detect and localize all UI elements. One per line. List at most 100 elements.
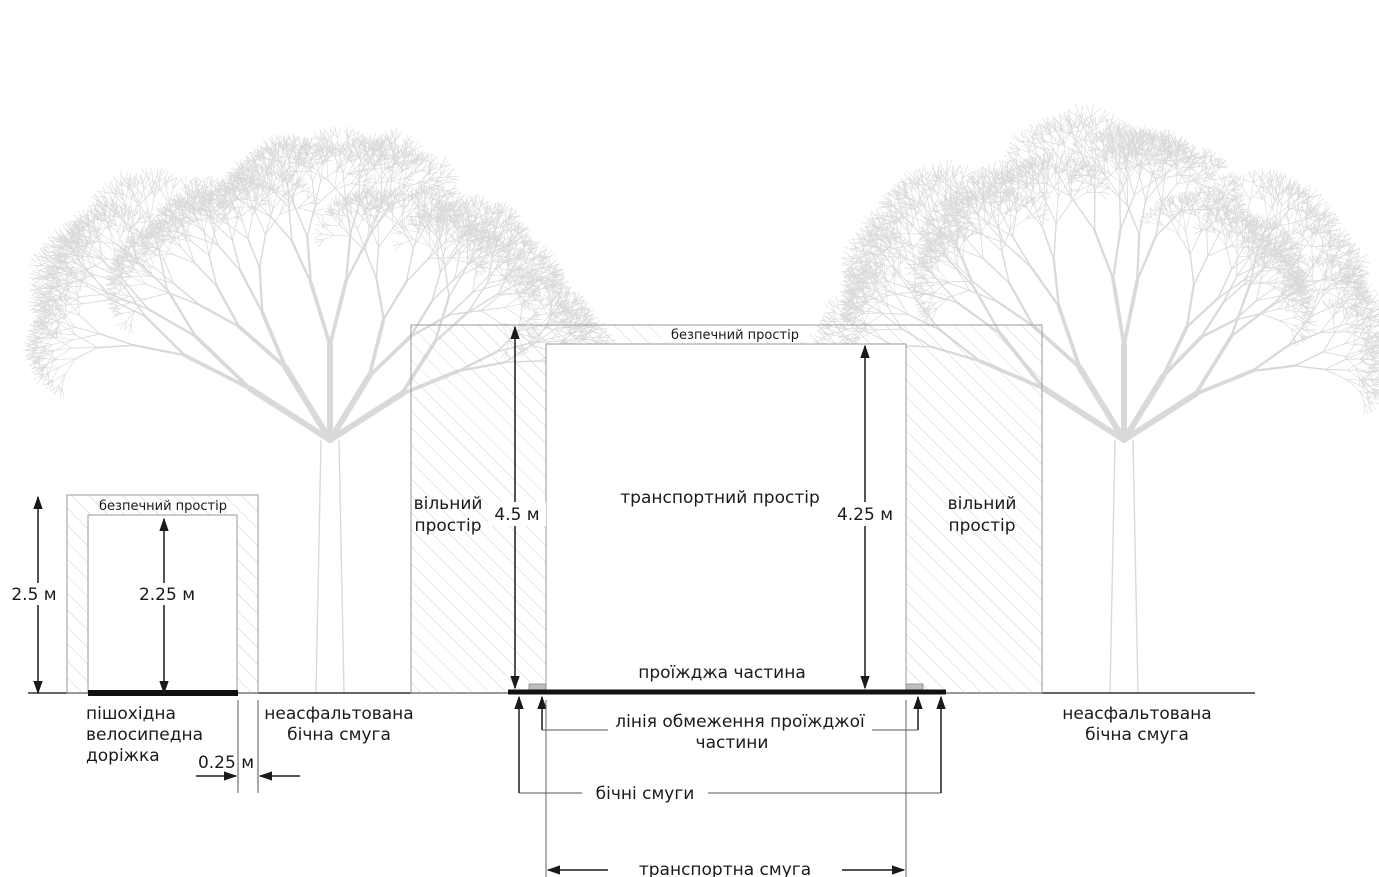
tree-branch (169, 218, 171, 230)
tree-branch (108, 275, 119, 279)
tree-branch (196, 185, 203, 197)
tree-branch (438, 226, 455, 238)
tree-branch (322, 133, 330, 142)
tree-branch (402, 201, 405, 214)
tree-branch (330, 204, 334, 215)
tree-branch (247, 385, 333, 443)
tree-branch (250, 180, 254, 191)
tree-branch (321, 140, 328, 151)
tree-branch (269, 182, 272, 192)
tree-branch (238, 177, 242, 188)
tree-branch (355, 147, 368, 153)
tree-branch (207, 203, 221, 205)
tree-branch (261, 204, 272, 206)
tree-branch (358, 165, 366, 174)
tree-branch (184, 188, 187, 207)
tree-branch (214, 220, 224, 234)
tree-branch (410, 192, 418, 201)
tree-branch (144, 213, 154, 223)
tree-branch (99, 333, 135, 346)
tree-branch (512, 246, 517, 258)
tree-branch (313, 233, 323, 239)
tree-branch (418, 209, 421, 220)
tree-branch (497, 250, 507, 253)
tree-branch (292, 180, 302, 187)
tree-branch (306, 146, 314, 156)
tree-branch (309, 154, 313, 169)
tree-branch (108, 229, 115, 251)
tree-branch (408, 149, 416, 157)
tree-branch (124, 187, 129, 207)
tree-branch (169, 228, 172, 244)
tree-branch (256, 180, 267, 188)
tree-branch (155, 216, 165, 222)
tree-branch (115, 224, 138, 231)
tree-branch (120, 277, 149, 310)
tree-branch (277, 142, 282, 153)
tree-branch (324, 211, 334, 215)
tree-branch (414, 199, 420, 209)
tree-branch (46, 309, 62, 322)
tree-branch (235, 171, 237, 183)
tree-branch (117, 232, 126, 254)
tree-branch (176, 223, 185, 232)
tree-branch (269, 157, 274, 168)
tree-branch (414, 159, 424, 173)
tree-branch (226, 182, 229, 192)
tree-branch (225, 200, 229, 210)
tree-branch (478, 231, 486, 239)
tree-branch (92, 201, 99, 212)
tree-branch (394, 127, 397, 141)
tree-branch (335, 161, 348, 172)
tree-branch (363, 204, 370, 215)
tree-branch (281, 157, 288, 168)
tree-branch (193, 334, 252, 391)
tree-branch (238, 187, 246, 196)
tree-branch (242, 177, 245, 189)
tree-branch (392, 197, 397, 211)
tree-branch (445, 168, 455, 178)
tree-branch (64, 259, 74, 268)
tree-branch (60, 262, 69, 274)
tree-branch (518, 282, 525, 292)
tree-branch (270, 146, 274, 158)
tree-branch (50, 236, 63, 240)
tree-branch (234, 217, 244, 221)
tree-branch (198, 304, 241, 328)
tree-branch (127, 239, 134, 250)
tree-branch (254, 190, 258, 212)
tree-branch (181, 234, 193, 236)
tree-branch (238, 189, 247, 196)
tree-branch (192, 198, 201, 214)
tree-branch (205, 190, 209, 202)
tree-branch (344, 236, 370, 283)
tree-branch (161, 221, 169, 229)
tree-branch (156, 220, 167, 223)
tree-branch (272, 185, 281, 194)
tree-branch (195, 199, 201, 214)
tree-branch (82, 299, 112, 305)
tree-branch (134, 242, 146, 256)
tree-branch (307, 137, 310, 150)
tree-branch (115, 192, 118, 212)
tree-branch (346, 151, 351, 163)
tree-branch (82, 213, 90, 225)
tree-branch (277, 179, 286, 191)
tree-branch (313, 131, 322, 143)
tree-branch (409, 162, 415, 175)
tree-branch (321, 225, 330, 229)
tree-branch (428, 172, 437, 180)
tree-branch (147, 237, 151, 251)
tree-branch (180, 206, 183, 216)
tree-branch (240, 162, 249, 171)
tree-branch (198, 206, 209, 212)
tree-branch (321, 152, 328, 162)
tree-branch (164, 242, 172, 261)
tree-branch (141, 241, 146, 256)
tree-branch (307, 188, 310, 199)
tree-branch (145, 167, 150, 181)
tree-branch (457, 227, 465, 239)
tree-branch (1136, 235, 1158, 282)
tree-branch (295, 179, 302, 189)
tree-branch (497, 284, 515, 291)
